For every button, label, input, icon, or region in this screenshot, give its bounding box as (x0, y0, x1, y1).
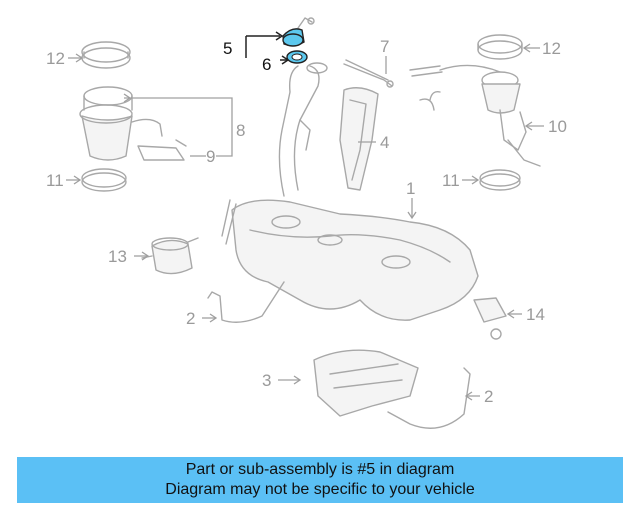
filler-neck (278, 62, 328, 197)
part-12-ring-left (81, 41, 131, 69)
callout-1: 1 (406, 179, 415, 198)
callout-12-right: 12 (542, 39, 561, 58)
part-6-seal[interactable] (286, 50, 308, 64)
part-2-strap-right (387, 367, 471, 429)
part-12-ring-right (477, 34, 523, 60)
callout-11-right: 11 (442, 171, 460, 190)
parts-diagram: 5 6 7 4 12 8 9 (46, 17, 567, 429)
callout-11-left: 11 (46, 171, 64, 190)
part-7-vent-line (343, 59, 394, 88)
part-1-fuel-tank (221, 199, 479, 321)
part-11-seal-right (479, 169, 521, 191)
callout-13: 13 (108, 247, 127, 266)
part-14-sensor (473, 297, 507, 340)
part-9-sensor (137, 139, 187, 161)
banner-line-1: Part or sub-assembly is #5 in diagram (185, 461, 455, 478)
callout-4: 4 (380, 133, 389, 152)
info-banner: Part or sub-assembly is #5 in diagram Di… (17, 457, 623, 503)
part-13-filter (141, 237, 199, 275)
callout-14: 14 (526, 305, 545, 324)
callout-7: 7 (380, 37, 389, 56)
callout-6: 6 (262, 55, 271, 74)
part-2-strap-left (207, 281, 285, 323)
callout-5: 5 (223, 39, 232, 58)
part-4-shield (339, 87, 379, 191)
callout-9: 9 (206, 147, 215, 166)
callout-10: 10 (548, 117, 567, 136)
banner-line-2: Diagram may not be specific to your vehi… (165, 481, 475, 498)
callout-8: 8 (236, 121, 245, 140)
callout-2-right: 2 (484, 387, 493, 406)
callout-3: 3 (262, 371, 271, 390)
callout-12-left: 12 (46, 49, 65, 68)
part-11-seal-left (81, 168, 127, 192)
callout-5-6-bracket (245, 31, 290, 65)
part-5-valve[interactable] (282, 17, 315, 47)
part-10-pump-module (409, 64, 541, 167)
part-3-underbody-shield (313, 349, 419, 417)
callout-2-left: 2 (186, 309, 195, 328)
